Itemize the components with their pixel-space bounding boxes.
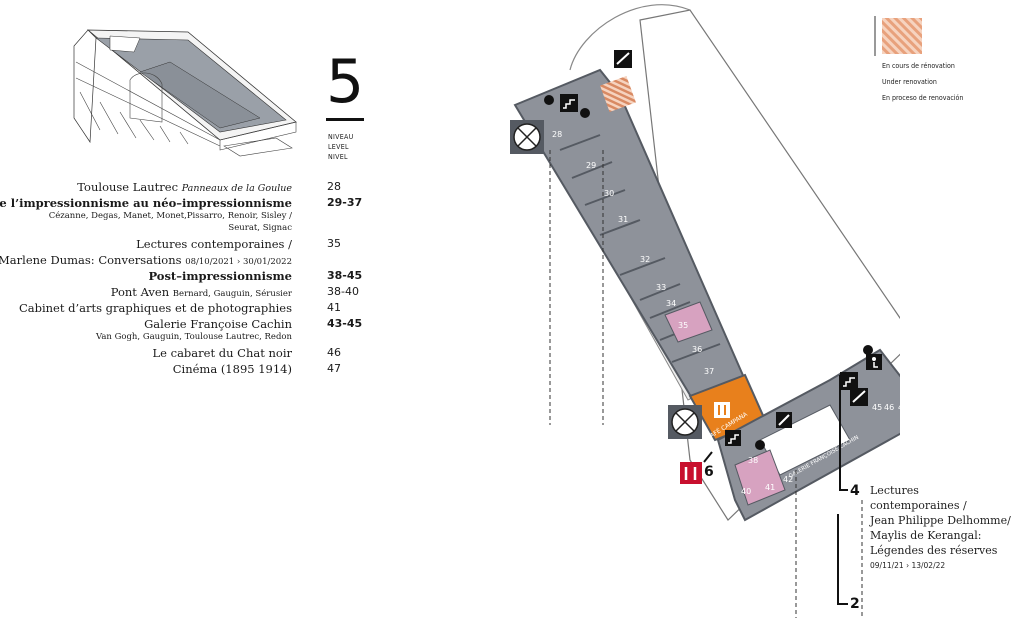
renovation-legend: En cours de rénovation Under renovation … [882, 62, 964, 102]
room-number: 38 [748, 456, 758, 465]
renovation-area [600, 76, 636, 112]
renovation-swatch [874, 16, 922, 56]
accessibility-icon [866, 354, 882, 370]
room-number: 42 [783, 475, 793, 484]
building-thumbnail [73, 29, 297, 157]
room-number: 30 [604, 189, 614, 198]
guide-lines [549, 150, 863, 618]
room-number: 31 [618, 215, 628, 224]
escalator-icon [850, 388, 868, 406]
room-number: 36 [692, 345, 702, 354]
level-number: 5 [326, 47, 365, 117]
room-number: 29 [586, 161, 596, 170]
stairs-icon [840, 372, 858, 390]
restaurant-icon [714, 402, 730, 418]
info-icon [544, 95, 873, 450]
room-number: 37 [704, 367, 714, 376]
escalator-icon [614, 50, 632, 68]
viewpoint-icon [668, 405, 702, 439]
room-35-highlight [664, 301, 713, 343]
room-number: 45 [872, 403, 882, 412]
room-number: 44 [826, 429, 836, 438]
stairs-icon [560, 94, 578, 112]
stairs-icon [725, 430, 741, 446]
room-number: 32 [640, 255, 650, 264]
room-number: 35 [678, 321, 688, 330]
floor-map: TERRASSE D’ÉTÉ CAFÉ CAMPANA GALERIE FRAN… [510, 4, 900, 618]
room-41-highlight [734, 449, 786, 506]
room-number: 34 [666, 299, 676, 308]
room-number: 28 [552, 130, 562, 139]
side-note: Lectures contemporaines / Jean Philippe … [870, 484, 1011, 570]
room-number: 40 [741, 487, 751, 496]
viewpoint-icon [510, 120, 544, 154]
exit-arrow [703, 451, 713, 463]
toilets-icon [680, 462, 702, 484]
dome-outline [569, 4, 691, 71]
level-labels: NIVEAU LEVEL NIVEL [328, 133, 354, 161]
room-numbers: 28 29 30 31 32 33 34 35 36 37 38 40 41 4… [552, 130, 900, 496]
room-number: 33 [656, 283, 666, 292]
down-level-4: 4 [850, 483, 860, 499]
escalator-icon [776, 412, 792, 428]
exit-level: 6 [704, 464, 714, 480]
room-number: 41 [765, 483, 775, 492]
down-arrows [837, 375, 848, 605]
room-number: 43 [792, 449, 802, 458]
room-number: 47 [898, 403, 900, 412]
room-number: 46 [884, 403, 894, 412]
level-underline [326, 118, 364, 121]
down-level-2: 2 [850, 596, 860, 612]
